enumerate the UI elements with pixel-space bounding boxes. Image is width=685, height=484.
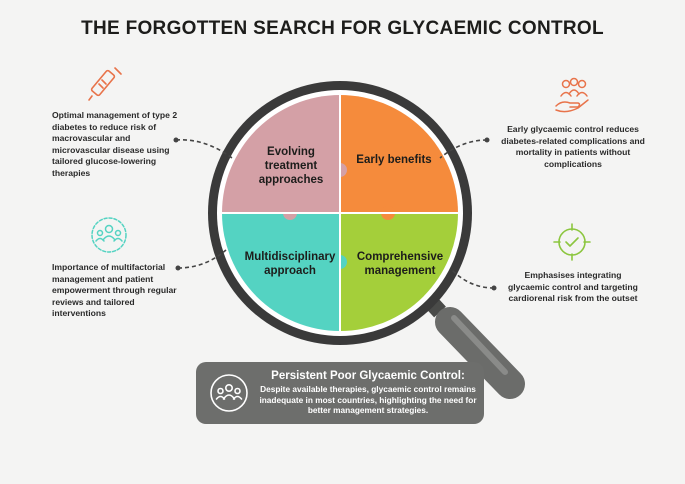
page-title: THE FORGOTTEN SEARCH FOR GLYCAEMIC CONTR… xyxy=(81,18,604,39)
persistent-control-banner: Persistent Poor Glycaemic Control: Despi… xyxy=(196,362,484,424)
banner-title: Persistent Poor Glycaemic Control: xyxy=(271,370,465,382)
quadrant-label-top-left: Evolving treatment approaches xyxy=(258,146,324,186)
note-bottom-left: Importance of multifactorial management … xyxy=(52,262,177,318)
banner-body: Despite available therapies, glycaemic c… xyxy=(259,384,477,415)
note-bottom-right: Emphasises integrating glycaemic control… xyxy=(508,270,638,303)
quadrant-label-bottom-right: Comprehensive management xyxy=(356,251,444,277)
quadrant-label-bottom-left: Multidisciplinary approach xyxy=(244,251,336,277)
team-group-icon xyxy=(91,217,127,253)
target-check-icon xyxy=(553,223,591,261)
connector-lines xyxy=(175,139,495,289)
quadrant-label-top-right: Early benefits xyxy=(356,154,432,166)
patients-group-icon xyxy=(210,374,248,412)
note-top-right: Early glycaemic control reduces diabetes… xyxy=(501,124,645,169)
caring-hand-people-icon xyxy=(555,77,589,113)
insulin-pen-icon xyxy=(88,67,122,101)
note-top-left: Optimal management of type 2 diabetes to… xyxy=(52,110,178,178)
